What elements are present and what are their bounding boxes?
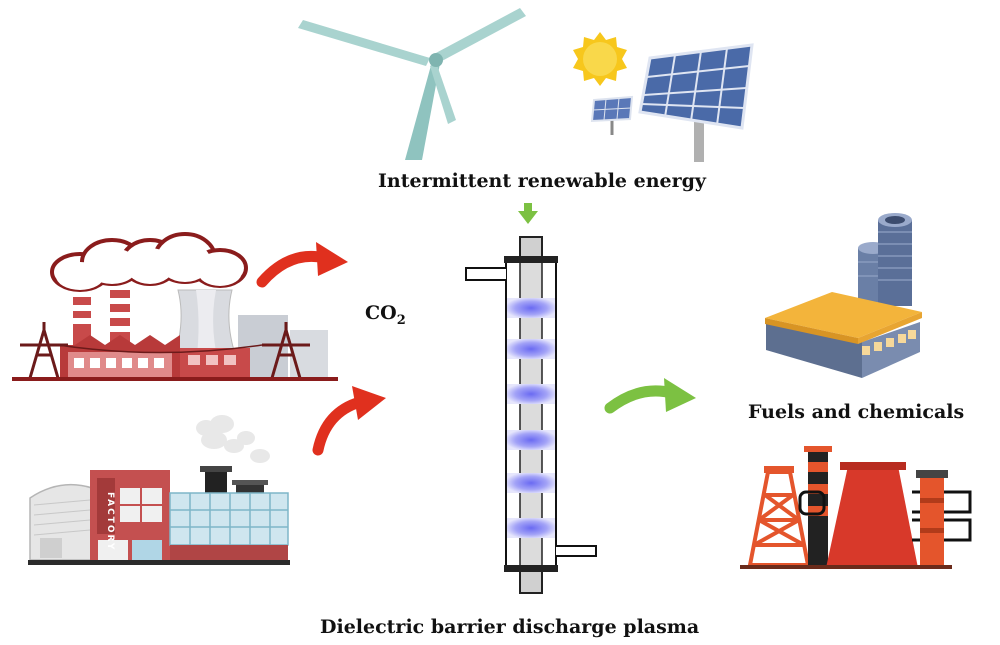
- co2-label: CO2: [365, 302, 406, 328]
- plasma-zone-icon: [507, 298, 555, 538]
- refinery-icon: [740, 446, 972, 569]
- flue-gas-arrow-top-icon: [256, 242, 348, 288]
- co2-main-text: CO: [365, 302, 397, 324]
- fuels-chemicals-label: Fuels and chemicals: [748, 401, 965, 423]
- wind-turbine-icon: [298, 8, 526, 160]
- sun-icon: [573, 32, 627, 86]
- chemical-plant-icon: [765, 213, 922, 378]
- factory-icon: [28, 415, 290, 565]
- dbd-plasma-label: Dielectric barrier discharge plasma: [320, 616, 700, 638]
- solar-panel-icon: [590, 43, 754, 162]
- factory-sign-text: FACTORY: [105, 492, 115, 551]
- energy-input-arrow-icon: [518, 203, 538, 224]
- co2-subscript: 2: [396, 312, 406, 328]
- flue-gas-arrow-bottom-icon: [312, 386, 386, 456]
- renewable-energy-label: Intermittent renewable energy: [378, 170, 706, 192]
- power-plant-icon: [12, 232, 338, 381]
- product-arrow-icon: [604, 378, 696, 414]
- dbd-reactor-icon: [465, 236, 597, 594]
